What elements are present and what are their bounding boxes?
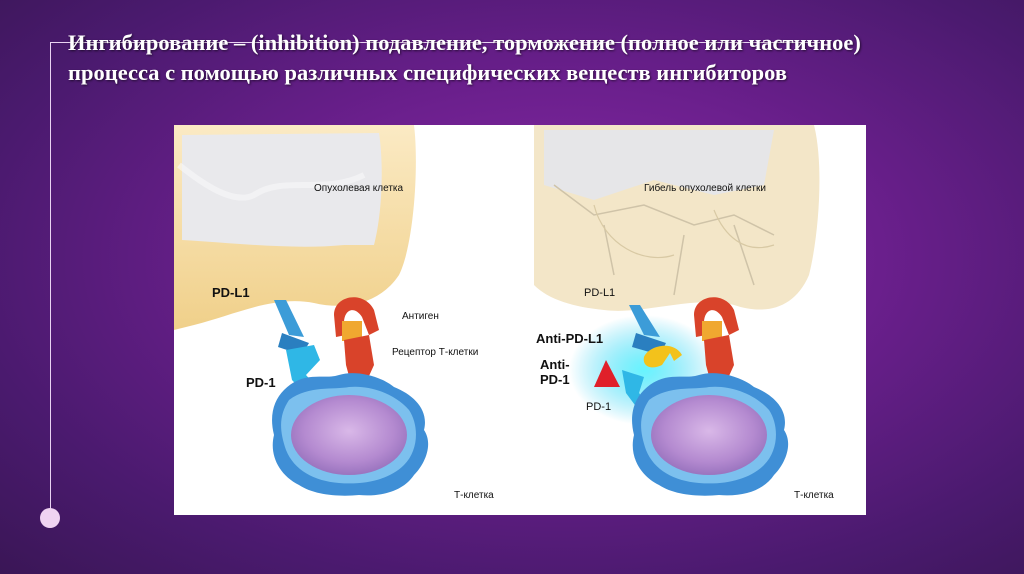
title-line-2: процесса с помощью различных специфическ…: [68, 58, 968, 88]
label-tcr: Рецептор Т-клетки: [392, 347, 478, 359]
right-t-cell: [632, 373, 788, 496]
label-right-pd-1: PD-1: [586, 401, 611, 413]
label-left-pd-l1: PD-L1: [212, 285, 250, 300]
title-line-1: Ингибирование – (inhibition) подавление,…: [68, 28, 968, 58]
inhibition-diagram: Опухолевая клетка PD-L1 Антиген Рецептор…: [174, 125, 866, 515]
label-right-pd-l1: PD-L1: [584, 287, 615, 299]
label-left-t-cell: Т-клетка: [454, 490, 494, 502]
left-tumor-cell: [174, 125, 416, 330]
right-tumor-cell: [534, 125, 819, 311]
label-right-t-cell: Т-клетка: [794, 490, 834, 502]
label-anti-pd-l1: Anti-PD-L1: [536, 331, 603, 346]
decorative-dot: [40, 508, 60, 528]
decorative-line-vertical: [50, 42, 51, 512]
label-tumor-cell: Опухолевая клетка: [314, 183, 394, 195]
label-tumor-death: Гибель опухолевой клетки: [644, 183, 739, 195]
label-antigen: Антиген: [402, 311, 439, 323]
label-anti-pd-1: Anti-PD-1: [540, 357, 588, 387]
left-pd-l1-receptor: [274, 300, 309, 355]
label-left-pd-1: PD-1: [246, 375, 276, 390]
slide-title: Ингибирование – (inhibition) подавление,…: [68, 28, 968, 88]
left-t-cell: [272, 373, 428, 496]
